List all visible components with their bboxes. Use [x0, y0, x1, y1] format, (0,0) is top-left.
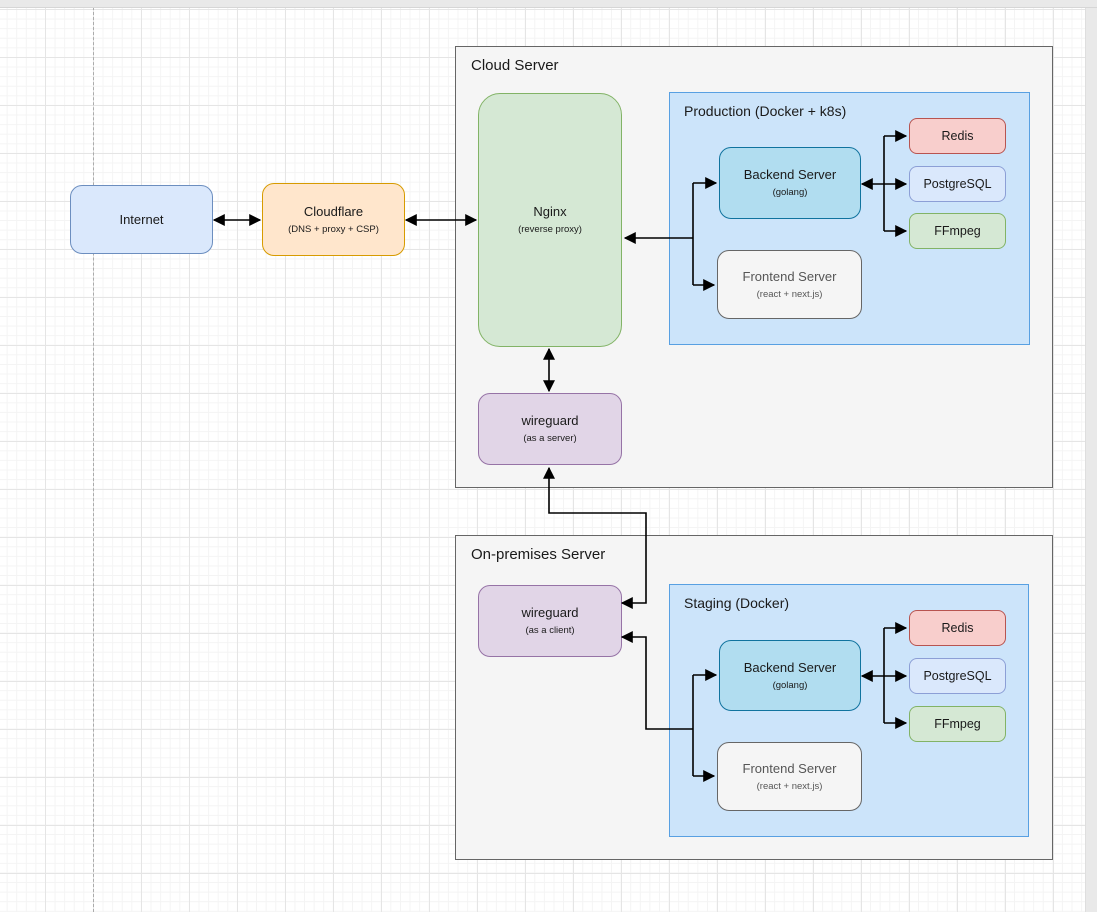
node-nginx-sublabel: (reverse proxy) — [518, 224, 582, 236]
node-staging-ffmpeg-label: FFmpeg — [934, 716, 981, 731]
node-cloudflare-label: Cloudflare — [303, 203, 364, 219]
node-production-backend-sublabel: (golang) — [772, 187, 808, 199]
container-staging-label: Staging (Docker) — [684, 595, 790, 611]
node-staging-backend-label: Backend Server — [743, 659, 837, 675]
node-staging-redis[interactable]: Redis — [909, 610, 1006, 646]
container-on-premises-label: On-premises Server — [471, 546, 606, 563]
scrollbar-track-right[interactable] — [1085, 7, 1097, 912]
node-staging-backend-sublabel: (golang) — [772, 679, 808, 691]
node-internet[interactable]: Internet — [70, 185, 213, 254]
node-wireguard-client-label: wireguard — [521, 605, 579, 621]
node-wireguard-client[interactable]: wireguard (as a client) — [478, 585, 622, 657]
node-production-redis[interactable]: Redis — [909, 118, 1006, 154]
node-production-backend[interactable]: Backend Server (golang) — [719, 147, 861, 219]
window-chrome-top — [0, 0, 1097, 8]
node-wireguard-server[interactable]: wireguard (as a server) — [478, 393, 622, 465]
node-nginx-label: Nginx — [533, 204, 567, 220]
node-staging-frontend[interactable]: Frontend Server (react + next.js) — [717, 742, 862, 811]
node-production-redis-label: Redis — [941, 128, 974, 143]
node-production-postgresql-label: PostgreSQL — [923, 176, 992, 191]
container-production-label: Production (Docker + k8s) — [684, 103, 847, 119]
node-production-frontend-label: Frontend Server — [742, 268, 837, 284]
node-nginx[interactable]: Nginx (reverse proxy) — [478, 93, 622, 347]
node-staging-postgresql[interactable]: PostgreSQL — [909, 658, 1006, 694]
node-staging-postgresql-label: PostgreSQL — [923, 668, 992, 683]
node-staging-redis-label: Redis — [941, 620, 974, 635]
node-wireguard-server-label: wireguard — [521, 413, 579, 429]
node-staging-frontend-sublabel: (react + next.js) — [756, 780, 823, 792]
node-production-ffmpeg-label: FFmpeg — [934, 223, 981, 238]
node-wireguard-server-sublabel: (as a server) — [523, 433, 577, 445]
node-production-postgresql[interactable]: PostgreSQL — [909, 166, 1006, 202]
node-staging-ffmpeg[interactable]: FFmpeg — [909, 706, 1006, 742]
page-guide-line — [93, 7, 94, 912]
container-cloud-server-label: Cloud Server — [471, 57, 559, 74]
node-production-frontend-sublabel: (react + next.js) — [756, 288, 823, 300]
node-wireguard-client-sublabel: (as a client) — [525, 625, 575, 637]
node-internet-label: Internet — [119, 211, 164, 227]
node-production-backend-label: Backend Server — [743, 167, 837, 183]
node-production-ffmpeg[interactable]: FFmpeg — [909, 213, 1006, 249]
node-cloudflare[interactable]: Cloudflare (DNS + proxy + CSP) — [262, 183, 405, 256]
node-production-frontend[interactable]: Frontend Server (react + next.js) — [717, 250, 862, 319]
node-cloudflare-sublabel: (DNS + proxy + CSP) — [288, 223, 379, 235]
node-staging-backend[interactable]: Backend Server (golang) — [719, 640, 861, 711]
node-staging-frontend-label: Frontend Server — [742, 760, 837, 776]
